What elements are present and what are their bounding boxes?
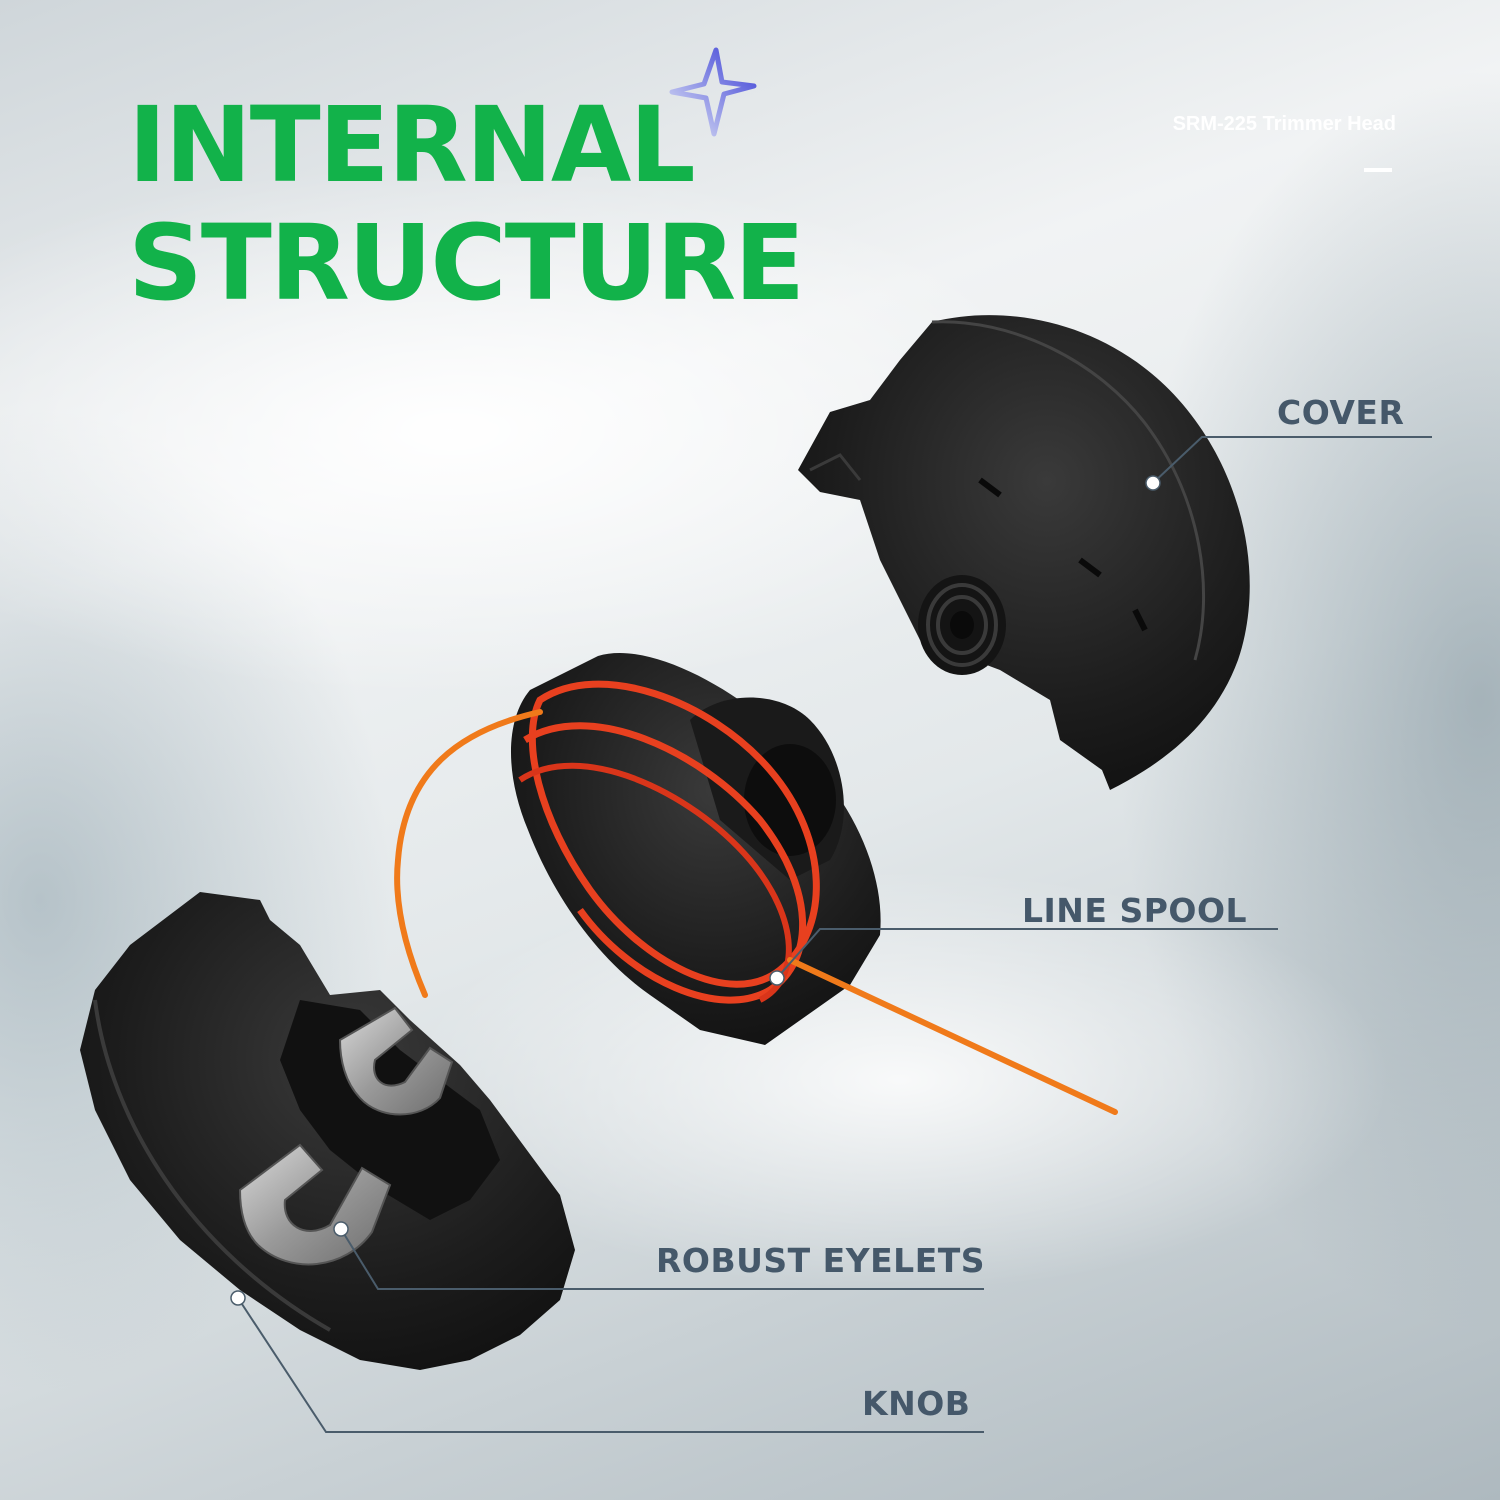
callout-robust-eyelets: ROBUST EYELETS xyxy=(656,1241,986,1280)
callout-line-cover xyxy=(1145,436,1432,491)
callout-line-robust-eyelets xyxy=(333,1221,984,1290)
headline-line-2: STRUCTURE xyxy=(128,202,805,324)
knob-part xyxy=(80,892,575,1370)
callout-cover: COVER xyxy=(1277,393,1405,432)
product-name: SRM-225 Trimmer Head xyxy=(1172,113,1396,135)
sparkle-star-icon xyxy=(669,47,757,137)
trimmer-line xyxy=(394,709,1118,1115)
cover-part xyxy=(798,315,1250,790)
callout-knob: KNOB xyxy=(862,1384,971,1423)
headline: INTERNAL STRUCTURE xyxy=(128,84,805,324)
eyelet-upper xyxy=(338,1006,454,1116)
spring-part xyxy=(918,575,1006,675)
headline-line-1: INTERNAL xyxy=(128,84,696,206)
line-spool-part xyxy=(510,652,881,1045)
product-divider xyxy=(1364,168,1392,172)
callout-line-knob xyxy=(230,1290,984,1433)
callout-line-line-spool xyxy=(769,928,1278,986)
callout-line-spool: LINE SPOOL xyxy=(1022,891,1248,930)
